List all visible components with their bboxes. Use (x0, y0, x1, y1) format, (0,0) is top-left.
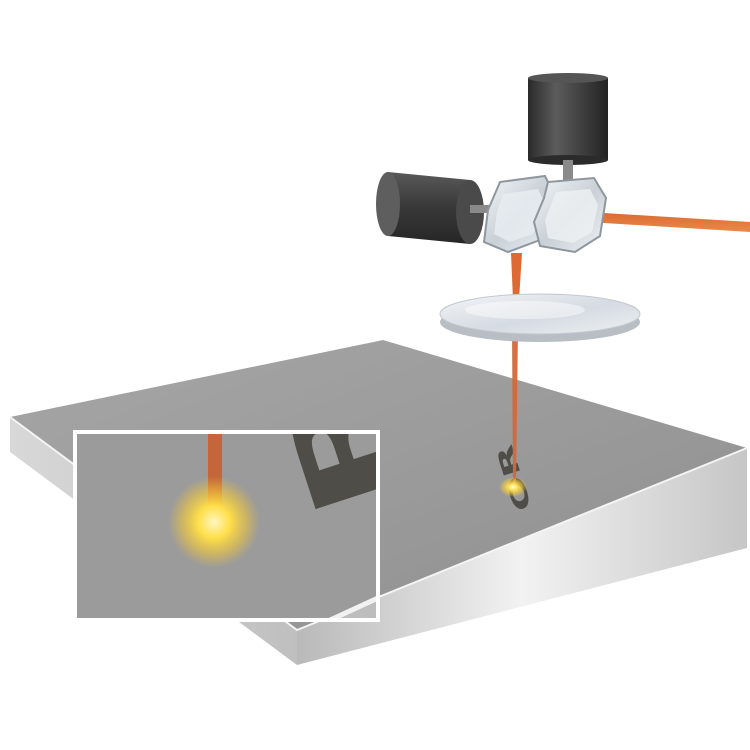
plate-front-edge (297, 448, 747, 665)
magnified-inset: R (73, 430, 380, 622)
inset-frame (73, 430, 380, 622)
focusing-lens (439, 293, 641, 342)
galvo-mirrors (482, 174, 608, 254)
laser-spot (499, 477, 527, 497)
inset-laser-spot (168, 476, 260, 568)
horizontal-galvo-motor (376, 172, 492, 244)
vertical-galvo-motor (528, 73, 608, 185)
